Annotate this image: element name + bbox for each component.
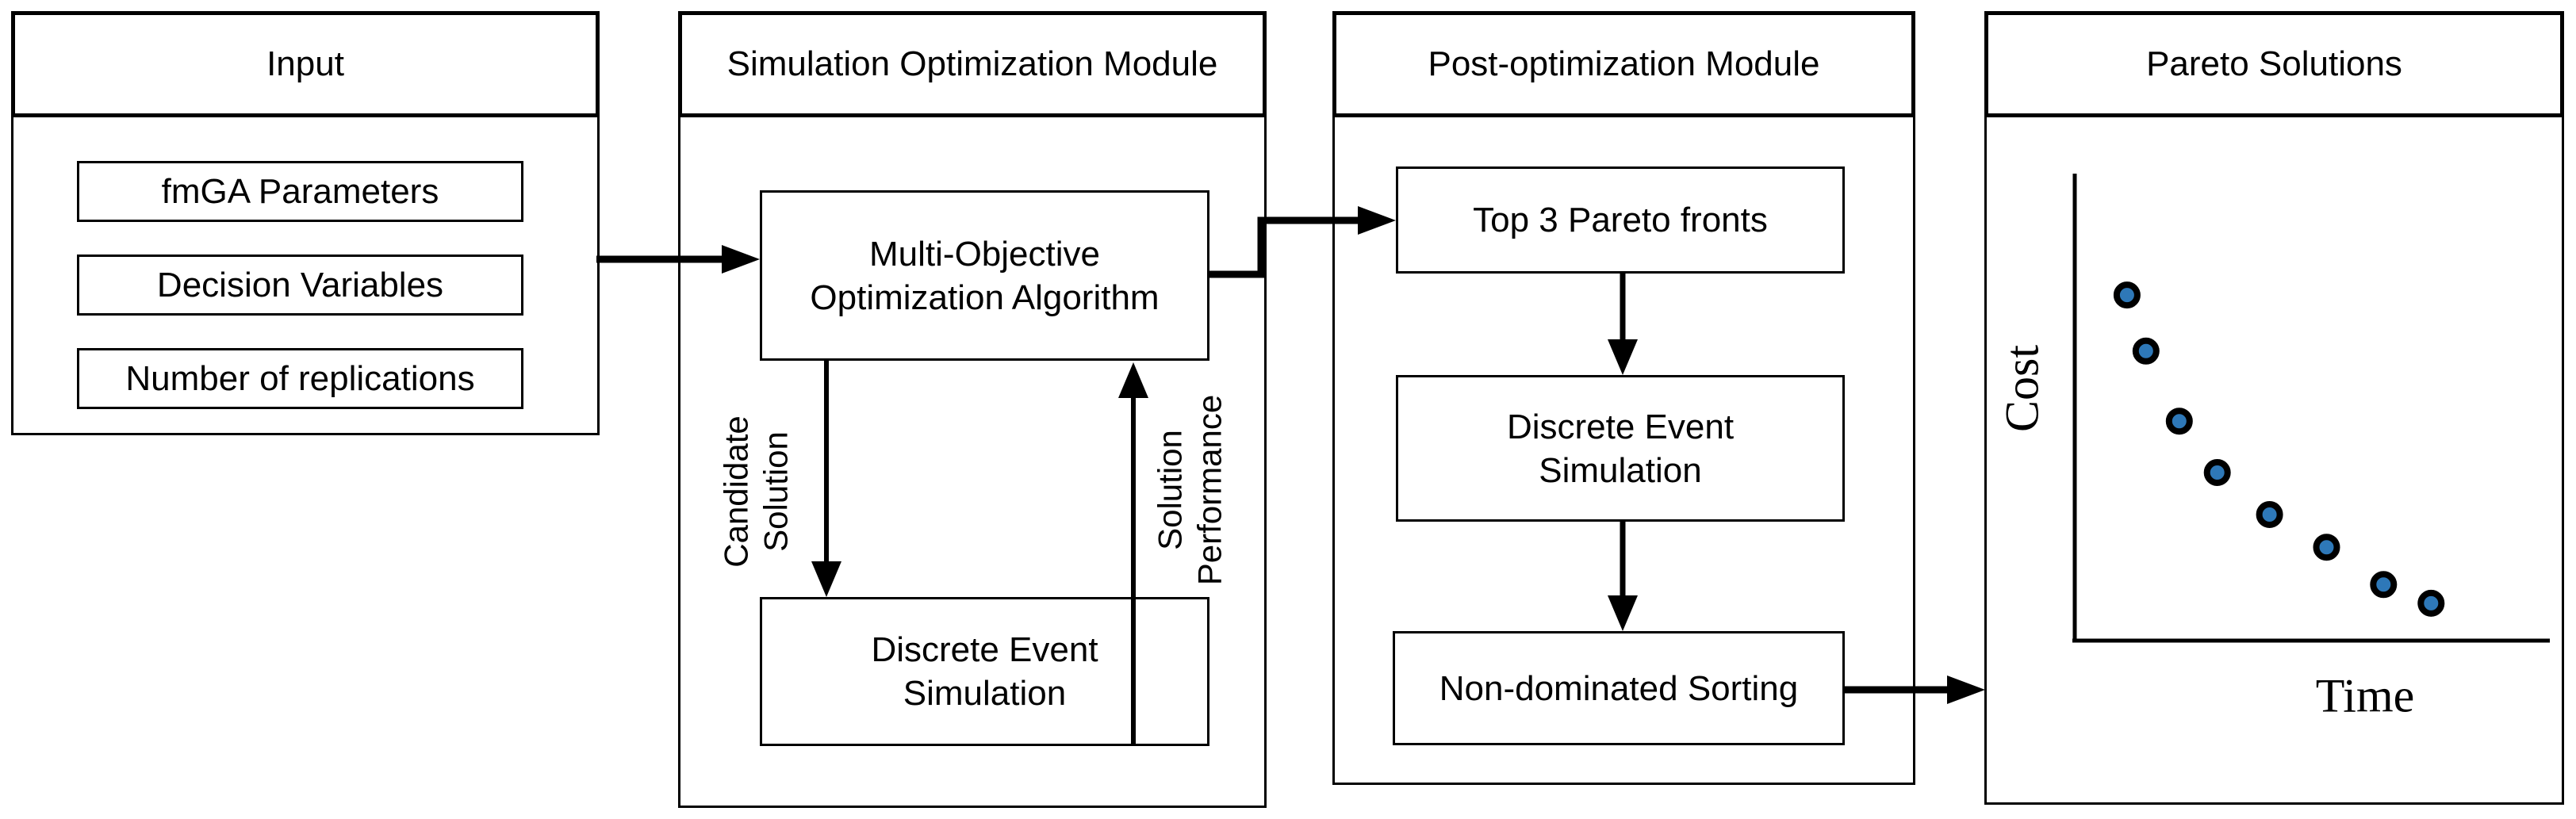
non-dominated-sorting-label: Non-dominated Sorting: [1439, 668, 1799, 708]
input-item-label: fmGA Parameters: [161, 172, 439, 211]
solution-performance-line2: Performance: [1190, 394, 1228, 586]
top-3-pareto-fronts-label: Top 3 Pareto fronts: [1473, 201, 1768, 239]
solution-performance-line1: Solution: [1151, 430, 1189, 550]
sim-opt-panel-title: Simulation Optimization Module: [678, 11, 1267, 117]
input-item-label: Number of replications: [125, 359, 475, 398]
multi-objective-optimization-box: Multi-Objective Optimization Algorithm: [760, 190, 1209, 361]
multi-objective-optimization-label: Multi-Objective Optimization Algorithm: [810, 234, 1160, 317]
time-axis-label: Time: [2315, 669, 2415, 722]
input-item-fmga-parameters: fmGA Parameters: [77, 161, 523, 222]
input-panel-title: Input: [11, 11, 600, 117]
post-opt-panel-title-label: Post-optimization Module: [1428, 44, 1820, 83]
pareto-solutions-panel: [1984, 11, 2564, 805]
pareto-solutions-panel-title: Pareto Solutions: [1984, 11, 2564, 117]
input-panel-title-label: Input: [266, 44, 344, 83]
pareto-solutions-title-label: Pareto Solutions: [2146, 44, 2402, 83]
input-item-number-of-replications: Number of replications: [77, 348, 523, 409]
solution-performance-arrow-label: Solution Performance: [1150, 395, 1229, 585]
discrete-event-simulation-box-simopt: Discrete Event Simulation: [760, 597, 1209, 746]
candidate-solution-arrow-label: Candidate Solution: [716, 415, 795, 567]
cost-axis-label: Cost: [1995, 344, 2049, 433]
discrete-event-simulation-box-postopt: Discrete Event Simulation: [1396, 375, 1845, 522]
discrete-event-simulation-label: Discrete Event Simulation: [1506, 407, 1735, 490]
input-item-label: Decision Variables: [156, 266, 444, 304]
sim-opt-panel-title-label: Simulation Optimization Module: [726, 44, 1218, 83]
post-opt-panel-title: Post-optimization Module: [1332, 11, 1915, 117]
non-dominated-sorting-box: Non-dominated Sorting: [1393, 631, 1845, 745]
candidate-solution-line2: Solution: [757, 431, 794, 552]
candidate-solution-line1: Candidate: [717, 415, 755, 568]
discrete-event-simulation-label: Discrete Event Simulation: [871, 630, 1098, 713]
input-item-decision-variables: Decision Variables: [77, 255, 523, 316]
top-3-pareto-fronts-box: Top 3 Pareto fronts: [1396, 166, 1845, 274]
